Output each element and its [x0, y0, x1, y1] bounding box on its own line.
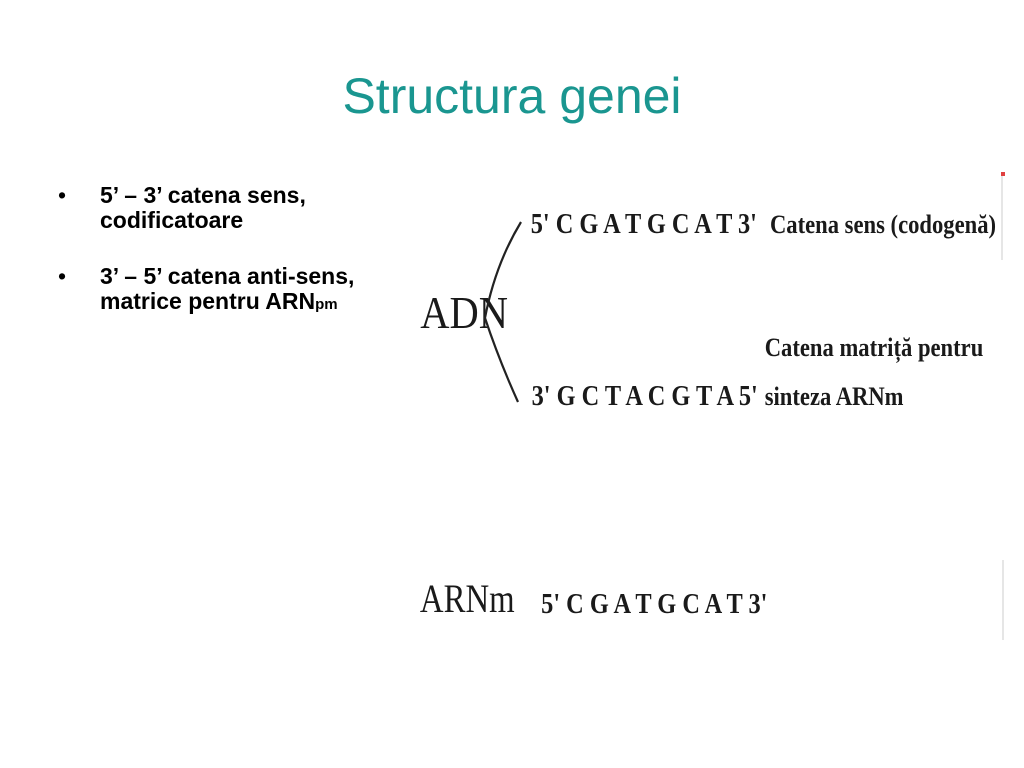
bullet-text: 3’ – 5’ catena anti-sens, matrice pentru…	[100, 263, 355, 314]
top-strand-description: Catena sens (codogenă)	[770, 211, 996, 240]
top-strand-sequence: 5' C G A T G C A T 3'	[531, 208, 757, 239]
bullet-dot-icon: •	[58, 263, 67, 289]
arnm-label: ARNm	[420, 576, 515, 621]
strand-branch-line	[483, 221, 522, 403]
bottom-strand-sequence: 3' G C T A C G T A 5'	[532, 380, 758, 411]
bullet-text: 5’ – 3’ catena sens, codificatoare	[100, 182, 306, 233]
template-description-line2: sinteza ARNm	[765, 383, 904, 412]
slide-title: Structura genei	[342, 68, 682, 124]
bullet-list: • 5’ – 3’ catena sens, codificatoare • 3…	[58, 183, 388, 317]
adn-label: ADN	[420, 288, 508, 339]
dna-figure: ADN 5' C G A T G C A T 3' Catena sens (c…	[415, 170, 1010, 650]
scan-edge-dot	[1001, 172, 1005, 176]
bullet-dot-icon: •	[58, 182, 67, 208]
template-description-line1: Catena matriță pentru	[765, 334, 984, 364]
bullet-item: • 3’ – 5’ catena anti-sens, matrice pent…	[58, 264, 388, 317]
bullet-suffix: pm	[315, 296, 338, 313]
bullet-item: • 5’ – 3’ catena sens, codificatoare	[58, 183, 388, 233]
dna-diagram: ADN 5' C G A T G C A T 3' Catena sens (c…	[420, 172, 1005, 640]
arnm-strand-sequence: 5' C G A T G C A T 3'	[541, 588, 767, 619]
